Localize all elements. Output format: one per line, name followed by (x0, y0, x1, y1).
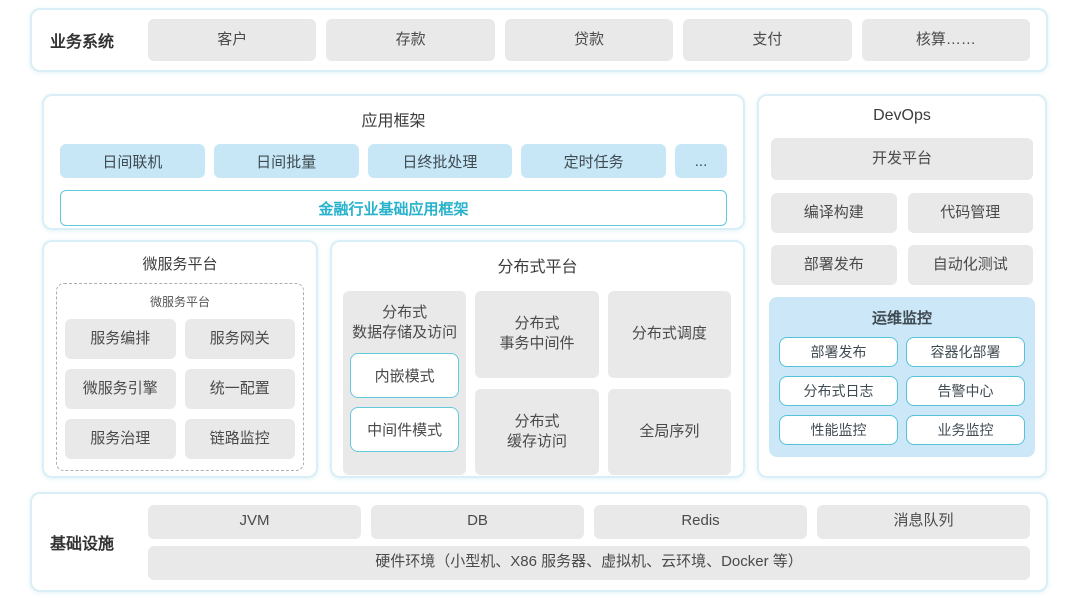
module-daytime-batch: 日间批量 (213, 144, 359, 178)
micro-item-config: 统一配置 (184, 369, 295, 409)
devops-tool-build: 编译构建 (771, 193, 897, 233)
microservice-panel: 微服务平台 微服务平台 服务编排 服务网关 微服务引擎 统一配置 服务治理 链路… (42, 240, 318, 478)
business-item-deposit: 存款 (326, 19, 495, 61)
micro-item-engine: 微服务引擎 (65, 369, 176, 409)
module-eod-batch: 日终批处理 (367, 144, 513, 178)
monitor-item-alert-center: 告警中心 (906, 376, 1025, 406)
microservice-inner-box: 微服务平台 服务编排 服务网关 微服务引擎 统一配置 服务治理 链路监控 (56, 283, 304, 471)
microservice-inner-title: 微服务平台 (149, 295, 210, 309)
ops-monitoring-box: 运维监控 部署发布 容器化部署 分布式日志 告警中心 性能监控 业务监控 (769, 297, 1035, 457)
module-scheduled-tasks: 定时任务 (521, 144, 666, 178)
micro-item-governance: 服务治理 (65, 419, 176, 459)
distributed-grid: 分布式 数据存储及访问 内嵌模式 中间件模式 分布式 事务中间件 分布式调度 分… (343, 291, 731, 475)
monitor-item-deploy: 部署发布 (779, 337, 898, 367)
storage-mode-middleware: 中间件模式 (350, 406, 460, 452)
infra-item-redis: Redis (594, 504, 807, 539)
business-item-payment: 支付 (683, 19, 852, 61)
infrastructure-row: JVM DB Redis 消息队列 (148, 504, 1030, 539)
devops-tool-code-mgmt: 代码管理 (907, 193, 1033, 233)
app-framework-title: 应用框架 (361, 113, 426, 130)
distributed-storage-label: 分布式 数据存储及访问 (352, 304, 458, 342)
infrastructure-content: JVM DB Redis 消息队列 硬件环境（小型机、X86 服务器、虚拟机、云… (148, 504, 1030, 580)
business-item-customer: 客户 (148, 19, 317, 61)
business-systems-label: 业务系统 (50, 34, 115, 51)
infra-item-mq: 消息队列 (817, 504, 1030, 539)
base-framework-box: 金融行业基础应用框架 (60, 190, 727, 226)
infra-item-db: DB (371, 504, 584, 539)
dist-cell-global-sequence: 全局序列 (607, 388, 731, 475)
dist-cell-scheduling: 分布式调度 (607, 291, 731, 378)
dist-cell-transaction-middleware: 分布式 事务中间件 (475, 291, 599, 378)
business-item-accounting: 核算…… (861, 19, 1031, 61)
infrastructure-label: 基础设施 (50, 536, 115, 553)
business-systems-panel: 业务系统 客户 存款 贷款 支付 核算…… (30, 8, 1048, 72)
micro-item-tracing: 链路监控 (184, 419, 295, 459)
distributed-title: 分布式平台 (497, 259, 578, 276)
monitor-item-container-deploy: 容器化部署 (906, 337, 1025, 367)
micro-item-gateway: 服务网关 (184, 319, 295, 359)
storage-mode-embedded: 内嵌模式 (350, 352, 460, 398)
ops-monitoring-title: 运维监控 (871, 310, 932, 327)
micro-item-orchestration: 服务编排 (65, 319, 176, 359)
devops-tools-grid: 编译构建 代码管理 部署发布 自动化测试 (771, 193, 1033, 285)
monitor-item-biz-monitor: 业务监控 (906, 415, 1025, 445)
business-item-loan: 贷款 (504, 19, 674, 61)
devops-dev-platform: 开发平台 (771, 138, 1033, 180)
distributed-panel: 分布式平台 分布式 数据存储及访问 内嵌模式 中间件模式 分布式 事务中间件 分… (330, 240, 745, 478)
infrastructure-panel: 基础设施 JVM DB Redis 消息队列 硬件环境（小型机、X86 服务器、… (30, 492, 1048, 592)
microservice-grid: 服务编排 服务网关 微服务引擎 统一配置 服务治理 链路监控 (65, 319, 295, 459)
ops-monitoring-grid: 部署发布 容器化部署 分布式日志 告警中心 性能监控 业务监控 (779, 337, 1025, 445)
devops-panel: DevOps 开发平台 编译构建 代码管理 部署发布 自动化测试 运维监控 部署… (757, 94, 1047, 478)
infra-item-jvm: JVM (148, 504, 361, 539)
monitor-item-perf-monitor: 性能监控 (779, 415, 898, 445)
microservice-title: 微服务平台 (142, 256, 218, 273)
devops-tool-deploy: 部署发布 (771, 245, 897, 285)
devops-title: DevOps (873, 107, 931, 124)
devops-tool-auto-test: 自动化测试 (907, 245, 1033, 285)
app-framework-modules: 日间联机 日间批量 日终批处理 定时任务 ... (60, 144, 727, 178)
module-ellipsis: ... (675, 144, 727, 178)
hardware-env-bar: 硬件环境（小型机、X86 服务器、虚拟机、云环境、Docker 等） (148, 545, 1030, 580)
monitor-item-dist-logs: 分布式日志 (779, 376, 898, 406)
app-framework-panel: 应用框架 日间联机 日间批量 日终批处理 定时任务 ... 金融行业基础应用框架 (42, 94, 745, 230)
module-daytime-online: 日间联机 (60, 144, 205, 178)
distributed-storage-box: 分布式 数据存储及访问 内嵌模式 中间件模式 (343, 291, 467, 475)
dist-cell-cache-access: 分布式 缓存访问 (475, 388, 599, 475)
